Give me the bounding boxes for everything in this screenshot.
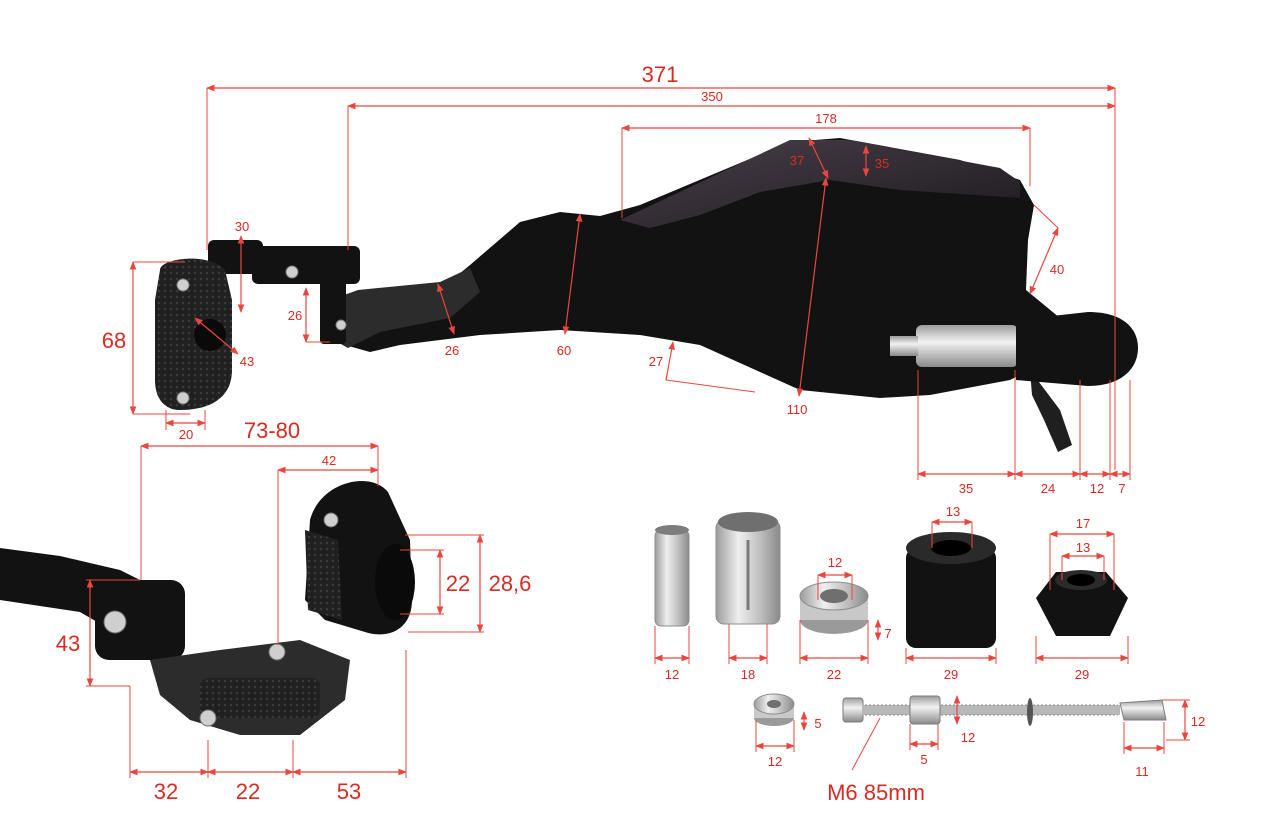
dim-arm-thickness: 26 <box>445 343 459 358</box>
clamp-ring-grip <box>305 530 342 620</box>
dim-shield-height-b: 110 <box>787 402 808 417</box>
dim-clamp-bore: 43 <box>240 354 254 369</box>
dim-base-53: 53 <box>337 779 361 804</box>
small-spacer <box>753 693 795 726</box>
dim-lower-edge: 27 <box>649 354 663 369</box>
bar-end-sleeve <box>916 325 1018 367</box>
dim-bore-inner: 22 <box>446 571 470 596</box>
bar-clamp-body <box>155 258 232 410</box>
dim-guard-length: 350 <box>701 89 723 104</box>
dim-washer-inner: 12 <box>828 555 842 570</box>
dim-bolt-spacer-width: 5 <box>920 752 927 767</box>
dim-spacer-outer: 12 <box>768 754 782 769</box>
slotted-sleeve <box>715 512 781 625</box>
dim-spacer-height: 5 <box>814 716 821 731</box>
bar-clamp-top <box>208 240 263 274</box>
clamp-bolt-icon <box>176 278 190 292</box>
dim-base-32: 32 <box>154 779 178 804</box>
dim-clamp-width: 20 <box>179 427 193 442</box>
washer <box>799 581 869 634</box>
dim-arm-height: 43 <box>56 631 80 656</box>
mount-bracket-drop <box>320 262 346 344</box>
clamp-ring-bore <box>375 544 415 620</box>
dim-bar-end-7: 7 <box>1118 481 1125 496</box>
dim-cap-top: 17 <box>1076 516 1090 531</box>
dim-bolt-tip-height: 12 <box>1191 714 1205 729</box>
dim-washer-outer: 22 <box>827 667 841 682</box>
dim-shell-top-a: 37 <box>790 153 804 168</box>
linkage-bolt-icon <box>268 643 286 661</box>
pivot-bolt-icon <box>103 610 127 634</box>
dim-shell-width: 178 <box>815 111 837 126</box>
dim-cap-inner: 13 <box>1076 540 1090 555</box>
end-cap <box>1036 570 1128 636</box>
clamp-dimensions: 73-80 42 22 28,6 43 32 22 53 <box>56 418 532 804</box>
dim-cap-outer: 29 <box>1075 667 1089 682</box>
dim-clamp-height: 68 <box>102 328 126 353</box>
dim-bar-end-24: 24 <box>1041 481 1055 496</box>
m6-bolt <box>842 695 1167 726</box>
bar-clamp-bore <box>194 319 226 351</box>
bolt-spec-label: M6 85mm <box>827 780 925 805</box>
clamp-pivot-block <box>95 580 185 660</box>
dim-shell-top-b: 35 <box>875 156 889 171</box>
linkage-bolt-icon <box>199 709 217 727</box>
top-dimensions: 371 350 178 68 43 20 30 26 26 60 110 27 <box>102 62 1131 496</box>
bracket-bolt-icon <box>335 319 347 331</box>
handguard-assembly <box>155 138 1138 452</box>
bar-end-weight <box>1016 312 1138 386</box>
clamp-detail <box>0 481 415 735</box>
bar-end-weight-part <box>906 532 996 648</box>
dim-weight-inner: 13 <box>946 504 960 519</box>
dim-base-22: 22 <box>236 779 260 804</box>
parts-kit: 12 18 12 7 22 <box>654 504 1205 805</box>
dim-shell-side: 40 <box>1050 262 1064 277</box>
dim-slotted-sleeve: 18 <box>741 667 755 682</box>
dim-clamp-span: 73-80 <box>244 418 300 443</box>
dim-weight-outer: 29 <box>944 667 958 682</box>
smoked-visor <box>620 140 1020 228</box>
linkage-grip <box>200 678 320 718</box>
dim-bore-outer: 28,6 <box>489 571 532 596</box>
dim-knurled-sleeve: 12 <box>665 667 679 682</box>
dim-overall-length: 371 <box>642 62 679 87</box>
knurled-sleeve <box>654 525 690 627</box>
dim-bar-end-12: 12 <box>1090 481 1104 496</box>
ring-bolt-icon <box>323 512 339 528</box>
dim-bar-end-35: 35 <box>959 481 973 496</box>
dim-shield-height-a: 60 <box>557 343 571 358</box>
shield-lower-fin <box>1030 370 1072 452</box>
dim-bolt-spacer-height: 12 <box>961 730 975 745</box>
handguard-shield <box>345 138 1060 398</box>
dim-mount-width: 30 <box>235 219 249 234</box>
dim-arm-drop: 26 <box>288 308 302 323</box>
bracket-bolt-icon <box>285 265 299 279</box>
dim-washer-height: 7 <box>884 626 891 641</box>
dim-clamp-width-42: 42 <box>322 453 336 468</box>
bar-end-thread <box>890 336 918 356</box>
clamp-bolt-icon <box>176 391 190 405</box>
dim-bolt-tip-width: 11 <box>1135 764 1149 779</box>
